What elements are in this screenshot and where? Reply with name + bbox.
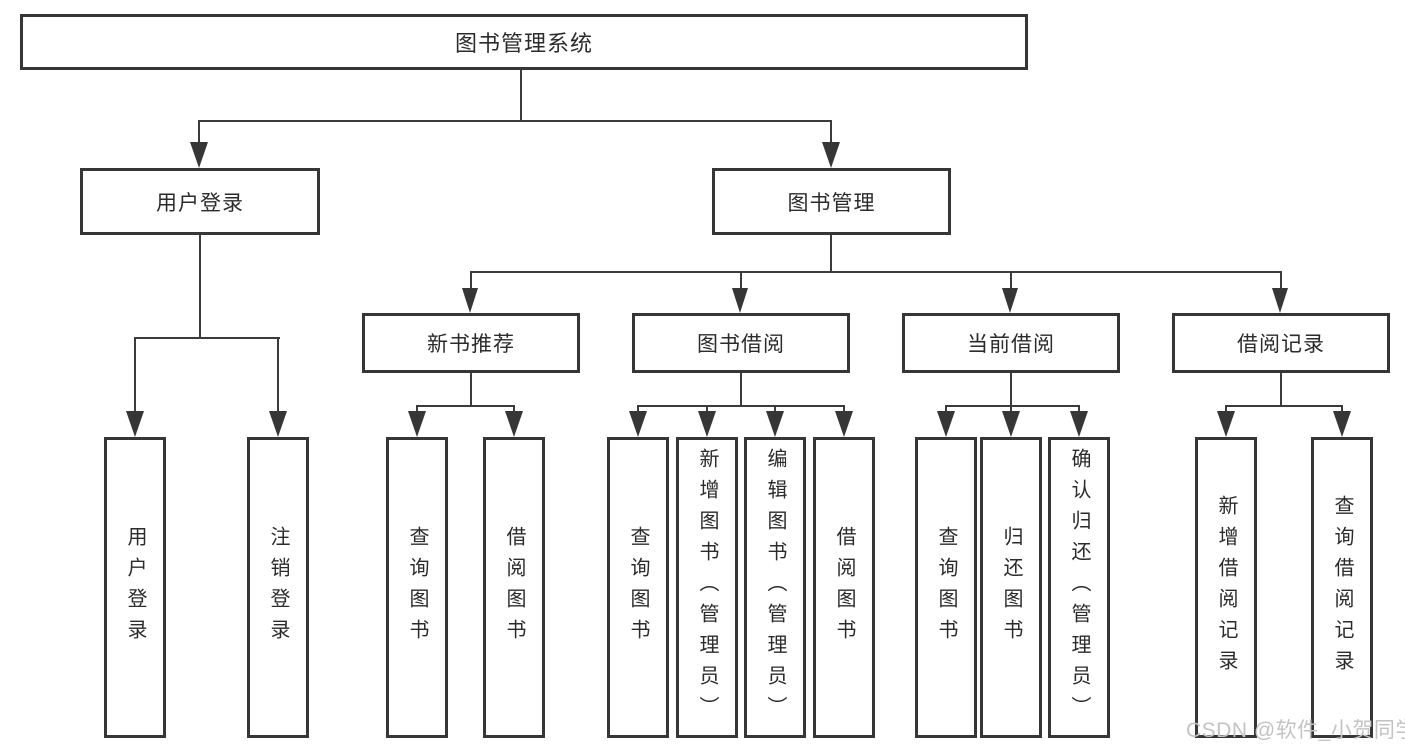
connector-bookmgmt-stem xyxy=(830,122,832,144)
node-book-management: 图书管理 xyxy=(712,168,951,235)
arrowhead-currentborrow xyxy=(1002,288,1018,313)
connector-bookmgmt-vline xyxy=(830,235,832,271)
node-book-management-label: 图书管理 xyxy=(787,191,876,215)
node-user-login: 用户登录 xyxy=(80,168,320,235)
connector-bookmgmt-hline xyxy=(470,271,1282,273)
connector-g3-leaf1-stem xyxy=(637,407,639,413)
leaf-add-book-admin-label: 新增图书（管理员） xyxy=(696,448,718,727)
connector-root-vline xyxy=(520,70,522,120)
connector-g3-leaf3-stem xyxy=(774,407,776,413)
node-library-system: 图书管理系统 xyxy=(20,14,1028,70)
arrowhead-bookmgmt xyxy=(822,142,840,168)
leaf-borrow-books-recommend-label: 借阅图书 xyxy=(503,525,525,650)
leaf-user-login-label: 用户登录 xyxy=(124,525,146,650)
connector-g4-leaf1-stem xyxy=(945,407,947,413)
leaf-borrow-books: 借阅图书 xyxy=(813,437,875,738)
arrowhead-borrowrecord xyxy=(1272,288,1288,313)
leaf-query-borrow-record-label: 查询借阅记录 xyxy=(1331,494,1353,681)
leaf-edit-book-admin: 编辑图书（管理员） xyxy=(744,437,806,738)
connector-newbook-stem xyxy=(470,273,472,288)
leaf-query-books-current-label: 查询图书 xyxy=(935,525,957,650)
connector-bookborrow-vline xyxy=(740,373,742,405)
arrowhead-userlogin xyxy=(190,142,208,168)
connector-currentborrow-hline xyxy=(945,405,1080,407)
arrowhead-newbook xyxy=(462,288,478,313)
node-current-borrow-label: 当前借阅 xyxy=(967,333,1055,356)
connector-bookborrow-stem xyxy=(740,273,742,288)
arrowhead-g3-leaf4 xyxy=(835,411,853,437)
connector-borrowrecord-hline xyxy=(1225,405,1343,407)
arrowhead-leaf-logout xyxy=(269,411,287,437)
node-library-system-label: 图书管理系统 xyxy=(454,31,593,56)
arrowhead-g4-leaf2 xyxy=(1002,411,1020,437)
connector-userlogin-stem xyxy=(198,122,200,144)
leaf-confirm-return-admin-label: 确认归还（管理员） xyxy=(1068,448,1090,727)
arrowhead-leaf-login xyxy=(126,411,144,437)
leaf-query-books-borrow-label: 查询图书 xyxy=(627,525,649,650)
arrowhead-g5-leaf2 xyxy=(1333,411,1351,437)
connector-g5-leaf1-stem xyxy=(1225,407,1227,413)
connector-g5-leaf2-stem xyxy=(1341,407,1343,413)
arrowhead-g2-leaf1 xyxy=(408,411,426,437)
connector-g2-leaf2-stem xyxy=(513,407,515,413)
node-new-book-recommend: 新书推荐 xyxy=(362,313,580,373)
watermark-text: CSDN @软件_小贺同学 xyxy=(1186,719,1405,742)
leaf-query-books-current: 查询图书 xyxy=(915,437,977,738)
arrowhead-g3-leaf2 xyxy=(698,411,716,437)
node-user-login-label: 用户登录 xyxy=(156,191,244,215)
connector-bookborrow-hline xyxy=(637,405,845,407)
leaf-logout: 注销登录 xyxy=(247,437,309,738)
leaf-logout-label: 注销登录 xyxy=(267,525,289,650)
leaf-user-login: 用户登录 xyxy=(104,437,166,738)
connector-newbook-hline xyxy=(416,405,515,407)
leaf-query-books-borrow: 查询图书 xyxy=(607,437,669,738)
connector-borrowrecord-stem xyxy=(1280,273,1282,288)
arrowhead-g3-leaf1 xyxy=(629,411,647,437)
connector-userlogin-vline xyxy=(199,235,201,337)
node-borrow-records: 借阅记录 xyxy=(1172,313,1390,373)
leaf-add-book-admin: 新增图书（管理员） xyxy=(676,437,738,738)
connector-g4-leaf2-stem xyxy=(1010,407,1012,413)
arrowhead-bookborrow xyxy=(732,288,748,313)
leaf-add-borrow-record-label: 新增借阅记录 xyxy=(1215,494,1237,681)
leaf-borrow-books-recommend: 借阅图书 xyxy=(483,437,545,738)
connector-leaf-logout-stem xyxy=(277,339,279,411)
leaf-add-borrow-record: 新增借阅记录 xyxy=(1195,437,1257,738)
arrowhead-g3-leaf3 xyxy=(766,411,784,437)
connector-userlogin-hline xyxy=(134,337,280,339)
connector-g2-leaf1-stem xyxy=(416,407,418,413)
leaf-query-books-recommend: 查询图书 xyxy=(386,437,448,738)
leaf-borrow-books-label: 借阅图书 xyxy=(833,525,855,650)
arrowhead-g4-leaf1 xyxy=(937,411,955,437)
leaf-query-borrow-record: 查询借阅记录 xyxy=(1311,437,1373,738)
node-current-borrow: 当前借阅 xyxy=(902,313,1120,373)
connector-currentborrow-vline xyxy=(1010,373,1012,405)
connector-currentborrow-stem xyxy=(1010,273,1012,288)
leaf-return-books: 归还图书 xyxy=(980,437,1042,738)
node-book-borrow: 图书借阅 xyxy=(632,313,850,373)
connector-g4-leaf3-stem xyxy=(1078,407,1080,413)
node-borrow-records-label: 借阅记录 xyxy=(1237,333,1325,356)
arrowhead-g2-leaf2 xyxy=(505,411,523,437)
connector-g3-leaf2-stem xyxy=(706,407,708,413)
leaf-edit-book-admin-label: 编辑图书（管理员） xyxy=(764,448,786,727)
leaf-confirm-return-admin: 确认归还（管理员） xyxy=(1048,437,1110,738)
connector-newbook-vline xyxy=(470,373,472,405)
connector-g3-leaf4-stem xyxy=(843,407,845,413)
arrowhead-g5-leaf1 xyxy=(1217,411,1235,437)
arrowhead-g4-leaf3 xyxy=(1070,411,1088,437)
connector-leaf-login-stem xyxy=(134,339,136,411)
leaf-query-books-recommend-label: 查询图书 xyxy=(406,525,428,650)
node-new-book-recommend-label: 新书推荐 xyxy=(427,333,515,356)
leaf-return-books-label: 归还图书 xyxy=(1000,525,1022,650)
node-book-borrow-label: 图书借阅 xyxy=(697,333,785,356)
connector-borrowrecord-vline xyxy=(1280,373,1282,405)
connector-root-hline xyxy=(198,120,832,122)
